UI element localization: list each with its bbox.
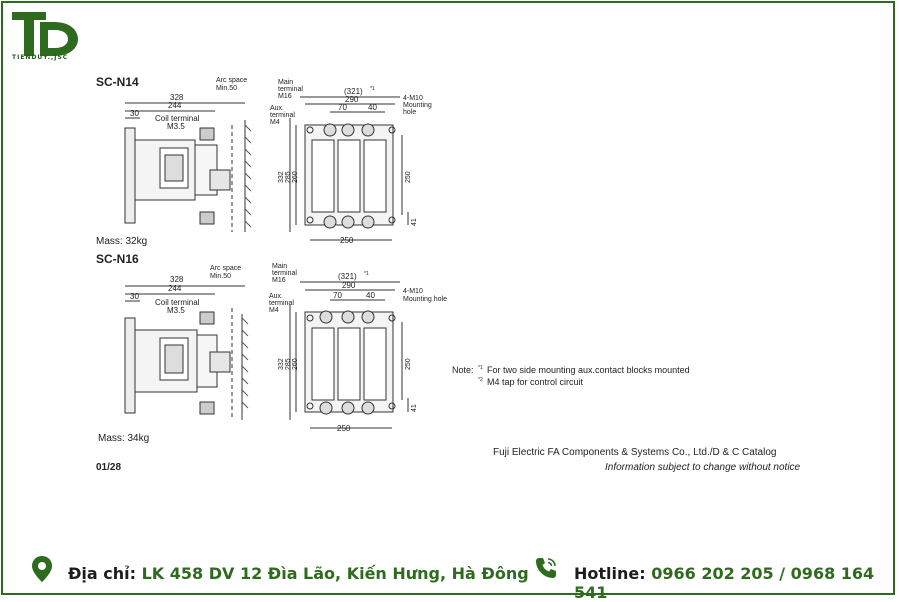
dim-label: 285 — [285, 171, 292, 183]
aux-terminal-size: M4 — [269, 307, 279, 314]
technical-drawing: SC-N14 328 244 30 Coil terminal M3.5 Arc… — [96, 75, 801, 473]
mass-label: Mass: 32kg — [96, 236, 147, 247]
dim-label: 250 — [340, 236, 354, 245]
model-title: SC-N14 — [96, 75, 139, 89]
coil-terminal-label: Coil terminal — [155, 298, 200, 307]
mounting-hole-label: Mounting hole — [403, 296, 447, 303]
logo-subtitle: TIENDUY.,JSC — [12, 54, 69, 61]
dim-label: 30 — [130, 109, 139, 118]
footnote-mark: *1 — [364, 271, 369, 277]
dim-label: 260 — [292, 358, 299, 370]
aux-terminal-size: M4 — [270, 119, 280, 126]
main-terminal-label: terminal — [278, 86, 303, 93]
mounting-hole-label: Mounting — [403, 102, 432, 109]
dim-label: 290 — [342, 281, 356, 290]
coil-terminal-label: Coil terminal — [155, 114, 200, 123]
dim-label: 250 — [405, 358, 412, 370]
main-terminal-size: M16 — [272, 277, 286, 284]
dim-label: 70 — [338, 103, 347, 112]
mounting-hole-label: 4-M10 — [403, 95, 423, 102]
coil-size-label: M3.5 — [167, 306, 185, 315]
mounting-hole-label: hole — [403, 109, 416, 116]
address: Địa chỉ: LK 458 DV 12 Đìa Lão, Kiến Hưng… — [68, 564, 529, 583]
arc-space-label: Arc space — [216, 77, 247, 84]
dim-label: 250 — [405, 171, 412, 183]
dim-label: 332 — [278, 171, 285, 183]
dim-label: 40 — [368, 103, 377, 112]
dim-label: (321) — [344, 87, 363, 96]
arc-min-label: Min.50 — [210, 273, 231, 280]
address-label: Địa chỉ: — [68, 564, 137, 583]
dim-label: 70 — [333, 291, 342, 300]
dim-label: 244 — [168, 284, 182, 293]
dim-label: 332 — [278, 358, 285, 370]
note-label: Note: — [452, 365, 474, 375]
phone-icon — [536, 558, 556, 578]
main-terminal-label: Main — [278, 79, 293, 86]
mass-label: Mass: 34kg — [98, 433, 149, 444]
aux-terminal-label: terminal — [269, 300, 294, 307]
dim-label: 30 — [130, 292, 139, 301]
dim-label: 40 — [366, 291, 375, 300]
dim-label: 290 — [345, 95, 359, 104]
dim-label: 328 — [170, 93, 184, 102]
aux-terminal-label: terminal — [270, 112, 295, 119]
note-mark: *2 — [478, 377, 483, 383]
arc-space-label: Arc space — [210, 265, 241, 272]
hotline-value[interactable]: 0966 202 205 / 0968 164 541 — [574, 564, 875, 602]
company-logo — [12, 12, 78, 56]
sc-n16-front-view — [289, 281, 409, 429]
main-terminal-label: terminal — [272, 270, 297, 277]
mounting-hole-label: 4-M10 — [403, 288, 423, 295]
page-number: 01/28 — [96, 462, 121, 473]
main-terminal-label: Main — [272, 263, 287, 270]
dim-label: (321) — [338, 272, 357, 281]
catalog-line: Fuji Electric FA Components & Systems Co… — [493, 447, 776, 458]
dim-label: 260 — [292, 171, 299, 183]
note-mark: *1 — [478, 365, 483, 371]
dim-label: 244 — [168, 101, 182, 110]
dim-label: 285 — [285, 358, 292, 370]
dim-label: 328 — [170, 275, 184, 284]
hotline-label: Hotline: — [574, 564, 646, 583]
note-text: For two side mounting aux.contact blocks… — [487, 365, 690, 375]
aux-terminal-label: Aux. — [270, 105, 284, 112]
arc-min-label: Min.50 — [216, 85, 237, 92]
footnote-mark: *1 — [370, 86, 375, 92]
address-value: LK 458 DV 12 Đìa Lão, Kiến Hưng, Hà Đông — [141, 564, 529, 583]
main-terminal-size: M16 — [278, 93, 292, 100]
map-pin-icon — [32, 556, 52, 582]
dim-label: 41 — [411, 218, 418, 226]
dim-label: 250 — [337, 424, 351, 433]
sc-n16-side-view — [124, 285, 249, 420]
sc-n14-front-view — [289, 96, 409, 241]
catalog-disclaimer: Information subject to change without no… — [605, 462, 801, 473]
aux-terminal-label: Aux. — [269, 293, 283, 300]
model-title: SC-N16 — [96, 252, 139, 266]
dim-label: 41 — [411, 404, 418, 412]
note-text: M4 tap for control circuit — [487, 377, 584, 387]
hotline: Hotline: 0966 202 205 / 0968 164 541 — [574, 564, 900, 602]
coil-size-label: M3.5 — [167, 122, 185, 131]
sc-n14-side-view — [124, 102, 252, 232]
